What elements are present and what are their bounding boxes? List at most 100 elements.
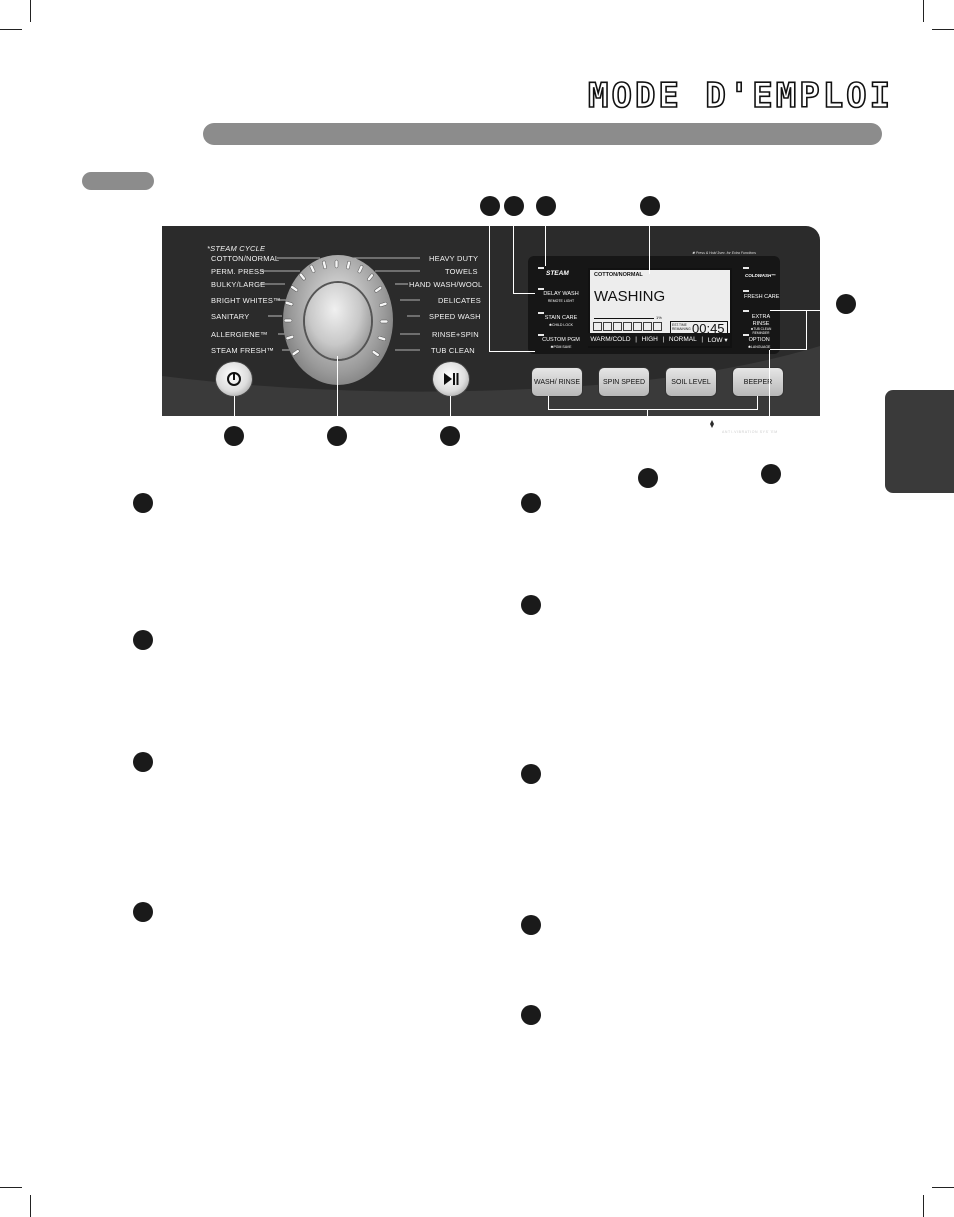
coldwash-option[interactable]: COLDWASH™ <box>745 273 776 278</box>
subsection-pill <box>82 172 154 190</box>
leader-line <box>513 293 535 294</box>
cycle-label: ALLERGIENE™ <box>211 330 268 339</box>
section-bullet <box>133 493 153 513</box>
cycle-label: BULKY/LARGE <box>211 280 266 289</box>
led-indicator <box>538 312 544 314</box>
led-indicator <box>538 267 544 269</box>
section-bullet <box>521 493 541 513</box>
wash-rinse-button[interactable]: WASH/ RINSE <box>532 368 582 396</box>
lcd-soil: NORMAL <box>668 336 697 343</box>
custom-pgm-label: CUSTOM PGM <box>542 337 580 343</box>
leader-line <box>545 216 546 266</box>
section-bullet <box>521 764 541 784</box>
crop-mark <box>30 0 31 22</box>
lcd-status: WASHING <box>594 288 666 305</box>
lcd-time-label: EST.TIME REMAINING <box>672 323 691 331</box>
delay-wash-label: DELAY WASH <box>543 291 579 297</box>
lcd-percent: 1% <box>656 315 662 320</box>
leader-line <box>548 396 549 410</box>
custom-pgm-sublabel: ✱PGM SAVE <box>550 345 572 349</box>
callout-marker <box>836 294 856 314</box>
crop-mark <box>932 29 954 30</box>
truebalance-logo-icon <box>707 419 717 429</box>
callout-marker <box>224 426 244 446</box>
cycle-label: TOWELS <box>445 267 478 276</box>
crop-mark <box>932 1187 954 1188</box>
cycle-label: STEAM FRESH™ <box>211 346 275 355</box>
lcd-progress-bar <box>594 318 654 319</box>
leader-line <box>548 409 758 410</box>
stain-care-sublabel: ✱CHILD LOCK <box>549 323 573 327</box>
dial-indicator-ring <box>283 259 389 357</box>
steam-cycle-label: *STEAM CYCLE <box>207 244 266 253</box>
lcd-option-bar: WARM/COLD | HIGH | NORMAL | LOW ▾ <box>588 333 730 346</box>
custom-pgm-option[interactable]: CUSTOM PGM ✱PGM SAVE <box>542 337 580 351</box>
cycle-label: RINSE+SPIN <box>432 330 479 339</box>
leader-line <box>770 349 807 350</box>
extra-rinse-option[interactable]: EXTRA RINSE ✱TUB CLEAN REMINDER <box>744 314 778 336</box>
stain-care-option[interactable]: STAIN CARE ✱CHILD LOCK <box>542 315 580 329</box>
cycle-label: HAND WASH/WOOL <box>409 280 483 289</box>
cycle-label: TUB CLEAN <box>431 346 475 355</box>
dial-knob[interactable] <box>305 283 371 359</box>
led-indicator <box>538 288 544 290</box>
panel-background <box>162 346 820 416</box>
power-button[interactable] <box>216 362 252 396</box>
lcd-status-icons <box>593 322 662 331</box>
lcd-temp: WARM/COLD <box>590 336 631 343</box>
steam-option[interactable]: STEAM <box>546 270 569 277</box>
led-indicator <box>743 310 749 312</box>
callout-marker <box>440 426 460 446</box>
leader-line <box>489 351 535 352</box>
play-pause-icon <box>444 373 459 385</box>
led-indicator <box>743 267 749 269</box>
leader-line <box>647 409 648 469</box>
lcd-beeper: LOW ▾ <box>707 336 728 344</box>
leader-line <box>450 396 451 428</box>
option-option[interactable]: OPTION ✱LANGUAGE <box>748 337 770 351</box>
cycle-label: HEAVY DUTY <box>429 254 479 263</box>
crop-mark <box>0 29 22 30</box>
option-sublabel: ✱LANGUAGE <box>748 345 771 349</box>
cycle-label: PERM. PRESS <box>211 267 265 276</box>
extra-rinse-sublabel: ✱TUB CLEAN REMINDER <box>750 327 772 335</box>
section-bullet <box>521 595 541 615</box>
cycle-label: SPEED WASH <box>429 312 481 321</box>
power-icon <box>227 372 241 386</box>
option-label: OPTION <box>748 337 770 343</box>
delay-wash-sublabel: REMOTE LIGHT <box>547 299 575 303</box>
section-bullet <box>133 902 153 922</box>
callout-marker <box>640 196 660 216</box>
callout-marker <box>638 468 658 488</box>
lcd-spin: HIGH <box>641 336 658 343</box>
brand-name: TrueBalance <box>719 416 785 428</box>
side-tab <box>885 390 954 493</box>
spin-speed-button[interactable]: SPIN SPEED <box>599 368 649 396</box>
leader-line <box>806 310 807 350</box>
section-bullet <box>521 1005 541 1025</box>
soil-level-button[interactable]: SOIL LEVEL <box>666 368 716 396</box>
crop-mark <box>30 1195 31 1217</box>
callout-marker <box>761 464 781 484</box>
section-bullet <box>133 630 153 650</box>
leader-line <box>337 356 338 428</box>
cycle-label: SANITARY <box>211 312 250 321</box>
led-indicator <box>743 334 749 336</box>
callout-marker <box>480 196 500 216</box>
beeper-button[interactable]: BEEPER <box>733 368 783 396</box>
led-indicator <box>743 290 749 292</box>
start-pause-button[interactable] <box>433 362 469 396</box>
hold-note: ✱ Press & Hold 3sec. for Extra Functions <box>692 251 757 255</box>
truebalance-brand: TrueBalance™ <box>719 416 790 428</box>
crop-mark <box>0 1187 22 1188</box>
delay-wash-option[interactable]: DELAY WASH REMOTE LIGHT <box>542 291 580 305</box>
crop-mark <box>923 1195 924 1217</box>
fresh-care-option[interactable]: FRESH CARE <box>744 294 780 300</box>
callout-marker <box>504 196 524 216</box>
led-indicator <box>538 334 544 336</box>
extra-rinse-label: EXTRA RINSE <box>751 314 771 327</box>
leader-line <box>769 350 770 468</box>
leader-line <box>489 216 490 352</box>
leader-line <box>234 396 235 428</box>
leader-line <box>649 216 650 274</box>
